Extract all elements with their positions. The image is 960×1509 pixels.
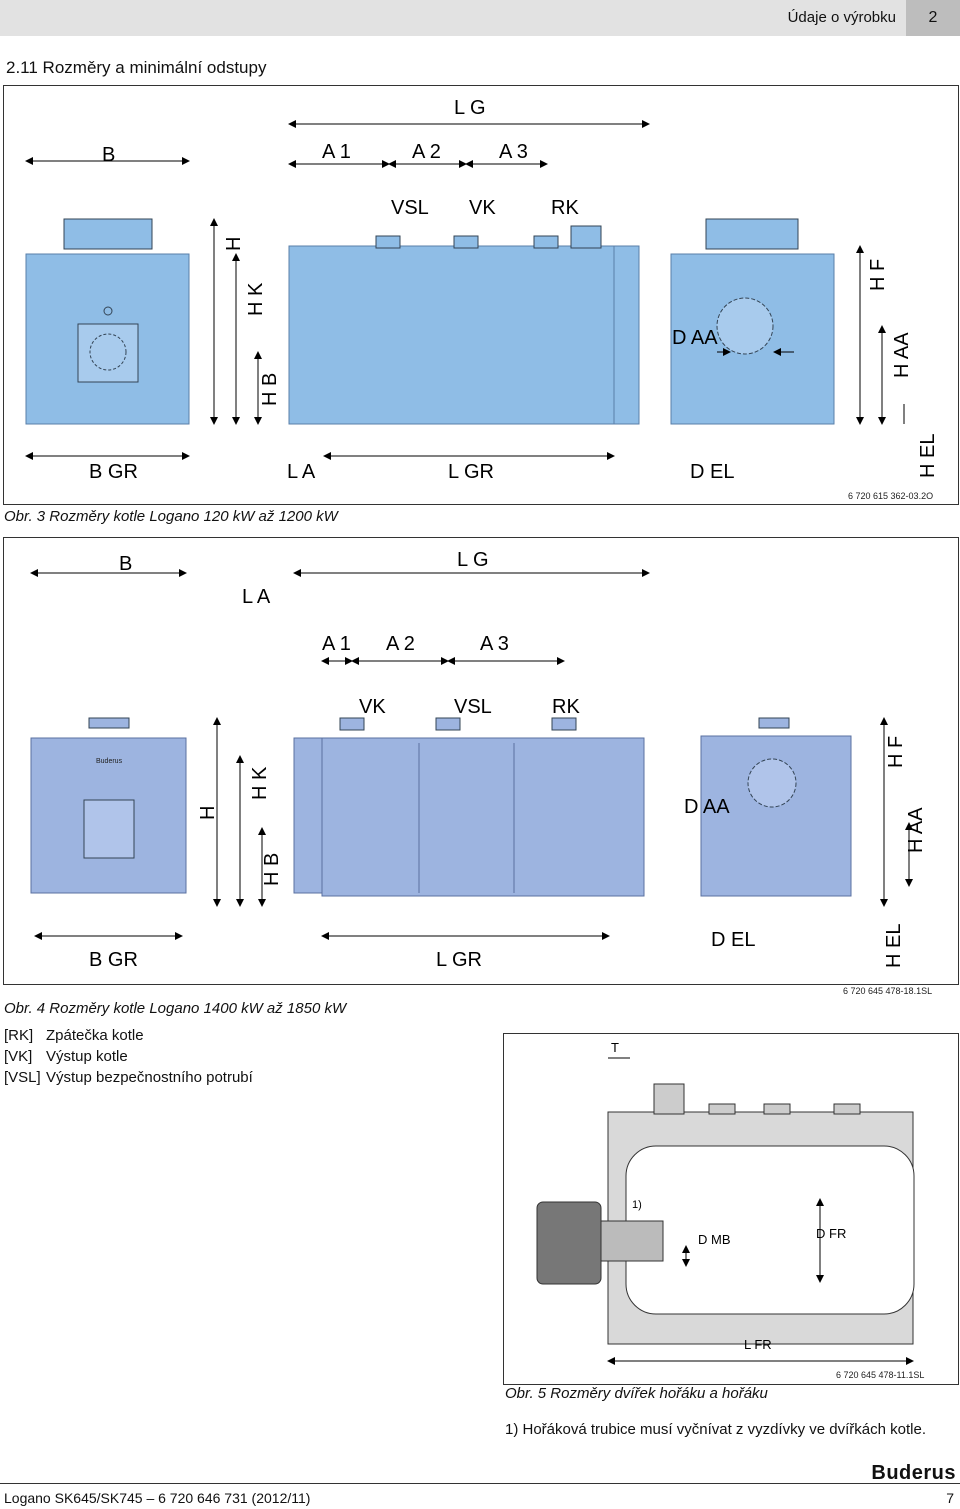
label-LG: L G: [457, 549, 489, 571]
label-A1: A 1: [322, 141, 351, 163]
label-H: H: [223, 237, 245, 251]
label-RK: RK: [551, 197, 579, 219]
legend-row: [VK] Výstup kotle: [4, 1046, 253, 1067]
legend-text: Výstup bezpečnostního potrubí: [46, 1069, 253, 1086]
label-A2: A 2: [412, 141, 441, 163]
flange-rk: [533, 235, 559, 249]
buderus-logo: Buderus: [871, 1462, 956, 1484]
figure-3-code: 6 720 615 362-03.2O: [848, 491, 934, 501]
header-title: Údaje o výrobku: [787, 9, 896, 26]
burner-tube: [600, 1220, 664, 1262]
label-LFR: L FR: [744, 1337, 772, 1352]
label-B: B: [119, 553, 132, 575]
chapter-number: 2: [906, 0, 960, 36]
label-HF: H F: [885, 736, 907, 768]
figure-5: T 1) D MB D FR L FR: [503, 1033, 959, 1385]
flue-outlet: [747, 758, 797, 808]
burner-body: [536, 1201, 602, 1285]
figure-3-drawing: B L G A 1 A 2 A 3 VSL VK RK H H K H B B …: [25, 97, 939, 483]
label-HEL: H EL: [917, 434, 939, 478]
legend-row: [RK] Zpátečka kotle: [4, 1025, 253, 1046]
label-VSL: VSL: [454, 696, 492, 718]
legend-text: Výstup kotle: [46, 1048, 128, 1065]
legend-key: [VK]: [4, 1048, 33, 1065]
label-VSL: VSL: [391, 197, 429, 219]
footer-rule: [0, 1483, 960, 1484]
label-HEL: H EL: [883, 924, 905, 968]
label-LGR: L GR: [448, 461, 494, 483]
legend-key: [RK]: [4, 1027, 34, 1044]
figure-4-drawing: Buderus B L A L G A 1 A 2 A 3 VK VSL RK …: [30, 549, 927, 971]
label-VK: VK: [469, 197, 496, 219]
label-HB: H B: [259, 373, 281, 406]
label-BGR: B GR: [89, 949, 138, 971]
label-DEL: D EL: [690, 461, 734, 483]
figure-4: Buderus B L A L G A 1 A 2 A 3 VK VSL RK …: [3, 537, 959, 985]
flue-outlet: [716, 297, 774, 355]
label-DAA: D AA: [684, 796, 730, 818]
burner-control-box: [63, 218, 153, 250]
label-HK: H K: [249, 766, 271, 800]
boiler-side-body: [288, 245, 615, 425]
figure-5-drawing: T 1) D MB D FR L FR: [536, 1040, 915, 1365]
front-brand: Buderus: [96, 758, 123, 765]
label-T: T: [611, 1040, 619, 1055]
label-HK: H K: [245, 282, 267, 316]
footnote: 1) Hořáková trubice musí vyčnívat z vyzd…: [505, 1421, 926, 1438]
boiler-side-body: [321, 737, 645, 897]
label-A3: A 3: [480, 633, 509, 655]
label-HB: H B: [261, 853, 283, 886]
figure-5-caption: Obr. 5 Rozměry dvířek hořáku a hořáku: [505, 1385, 768, 1402]
label-DAA: D AA: [672, 327, 718, 349]
label-LA: L A: [242, 586, 271, 608]
flange-vsl: [375, 235, 401, 249]
label-LA: L A: [287, 461, 316, 483]
legend-row: [VSL] Výstup bezpečnostního potrubí: [4, 1067, 253, 1088]
label-HAA: H AA: [891, 332, 913, 378]
label-HF: H F: [867, 259, 889, 291]
label-H: H: [197, 806, 219, 820]
label-LGR: L GR: [436, 949, 482, 971]
label-A2: A 2: [386, 633, 415, 655]
label-LG: L G: [454, 97, 486, 119]
flange-vk: [453, 235, 479, 249]
figure-3-caption: Obr. 3 Rozměry kotle Logano 120 kW až 12…: [4, 508, 338, 525]
label-A3: A 3: [499, 141, 528, 163]
legend: [RK] Zpátečka kotle [VK] Výstup kotle [VSL…: [4, 1025, 253, 1088]
legend-text: Zpátečka kotle: [46, 1027, 144, 1044]
section-title: 2.11 Rozměry a minimální odstupy: [6, 58, 267, 77]
label-BGR: B GR: [89, 461, 138, 483]
label-A1: A 1: [322, 633, 351, 655]
label-DMB: D MB: [698, 1232, 731, 1247]
footer-document: Logano SK645/SK745 – 6 720 646 731 (2012…: [4, 1490, 311, 1506]
label-VK: VK: [359, 696, 386, 718]
label-DEL: D EL: [711, 929, 755, 951]
header-bar: Údaje o výrobku 2: [0, 0, 960, 36]
label-HAA: H AA: [905, 807, 927, 853]
burner-door-plate: [77, 323, 139, 383]
label-B: B: [102, 144, 115, 166]
label-RK: RK: [552, 696, 580, 718]
footer-page-number: 7: [946, 1490, 954, 1506]
figure-3: B L G A 1 A 2 A 3 VSL VK RK H H K H B B …: [3, 85, 959, 505]
figure-4-code: 6 720 645 478-18.1SL: [843, 986, 933, 996]
label-1: 1): [632, 1199, 642, 1211]
figure-4-caption: Obr. 4 Rozměry kotle Logano 1400 kW až 1…: [4, 1000, 347, 1017]
legend-key: [VSL]: [4, 1069, 41, 1086]
label-DFR: D FR: [816, 1226, 846, 1241]
figure-5-code: 6 720 645 478-11.1SL: [836, 1370, 925, 1380]
